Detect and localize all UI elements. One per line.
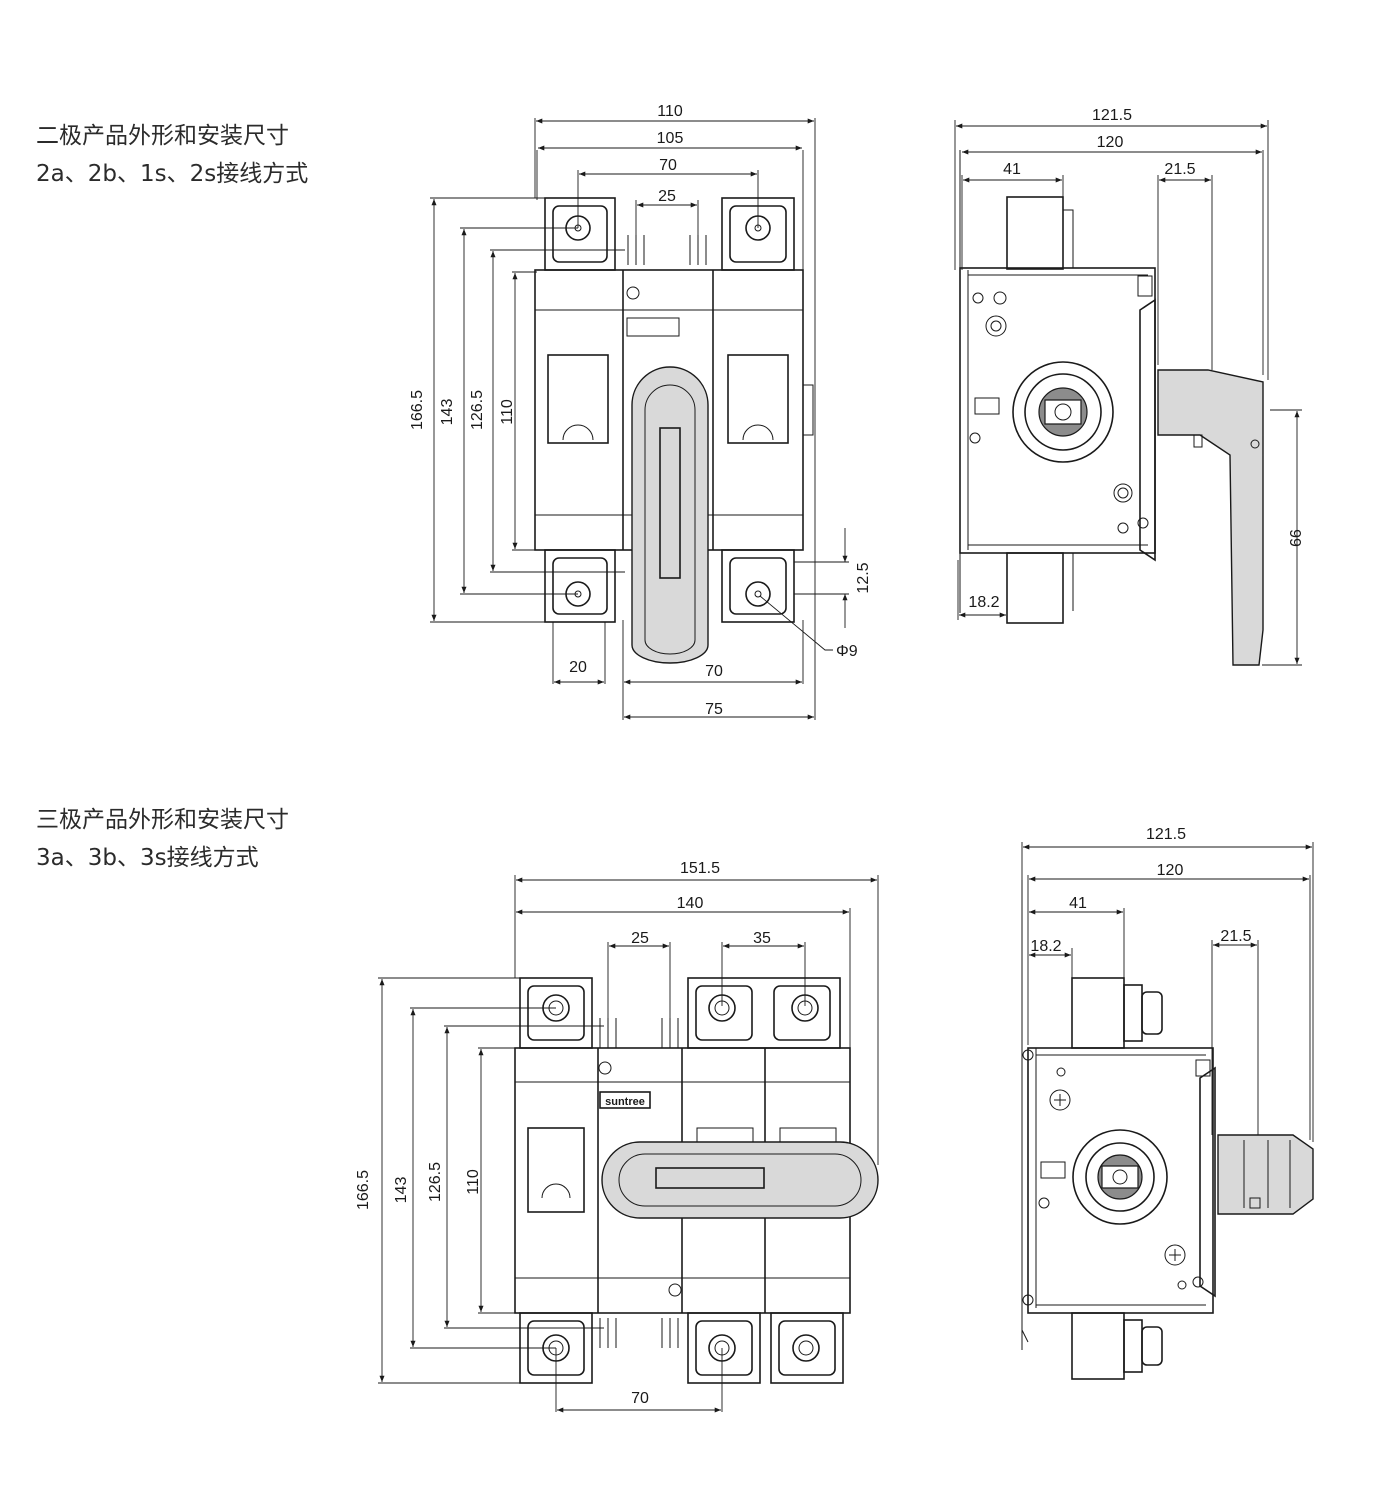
two-pole-side-view — [959, 150, 1264, 666]
terminal-bottom-3 — [770, 1312, 844, 1384]
pole-window-3pole — [527, 1127, 585, 1213]
dim-25-3pole: 25 — [631, 930, 649, 947]
three-pole-front-dimensions: 151.5 140 25 35 166.5 143 126.5 110 70 — [355, 860, 879, 1413]
section3-subtitle: 3a、3b、3s接线方式 — [36, 845, 259, 871]
dim-143: 143 — [439, 399, 456, 426]
section3-title: 三极产品外形和安装尺寸 — [36, 807, 289, 833]
terminal-bottom-left — [544, 549, 616, 623]
two-pole-side-dimensions: 121.5 120 41 21.5 18.2 99 — [954, 107, 1303, 666]
dim-105-width: 105 — [657, 130, 684, 147]
brand-label: suntree — [605, 1096, 645, 1108]
dim-120-3pole: 120 — [1157, 862, 1184, 879]
terminal-top-1 — [519, 977, 593, 1049]
dim-151-5: 151.5 — [680, 860, 720, 877]
section2-subtitle: 2a、2b、1s、2s接线方式 — [36, 161, 309, 187]
dim-41-3pole: 41 — [1069, 895, 1087, 912]
dim-110-width: 110 — [657, 103, 683, 120]
section2-title: 二极产品外形和安装尺寸 — [36, 123, 289, 149]
side3-terminal-top — [1071, 977, 1125, 1049]
rotary-mechanism-3pole — [1072, 1129, 1168, 1225]
dim-35: 35 — [753, 930, 771, 947]
dim-121-5: 121.5 — [1092, 107, 1132, 124]
rotary-handle-3pole — [601, 1141, 879, 1219]
dim-41: 41 — [1003, 161, 1021, 178]
dim-126-5-3pole: 126.5 — [427, 1162, 444, 1202]
terminal-bottom-right — [721, 549, 795, 623]
terminal-bottom-2 — [687, 1312, 761, 1384]
three-pole-side-view — [1021, 880, 1314, 1380]
side-handle — [1157, 369, 1264, 666]
pole-window-left — [547, 354, 609, 444]
rotary-mechanism — [1012, 361, 1114, 463]
dim-110-height: 110 — [499, 399, 516, 425]
dim-12-5: 12.5 — [855, 562, 872, 593]
dim-70-3pole: 70 — [631, 1390, 649, 1407]
rotary-handle — [631, 366, 709, 664]
brand-plate — [599, 1091, 651, 1109]
three-pole-front-view: suntree — [514, 977, 879, 1384]
dim-21-5: 21.5 — [1164, 161, 1195, 178]
side-terminal-top — [1006, 196, 1064, 270]
dim-110-3pole: 110 — [465, 1169, 482, 1195]
pole-window-right — [727, 354, 789, 444]
dim-21-5-3pole: 21.5 — [1220, 928, 1251, 945]
side3-terminal-bottom — [1071, 1312, 1125, 1380]
dim-143-3pole: 143 — [393, 1177, 410, 1204]
dim-140: 140 — [677, 895, 704, 912]
dim-70-bottom: 70 — [705, 663, 723, 680]
dim-99: 99 — [1286, 529, 1303, 547]
dim-18-2-3pole: 18.2 — [1030, 938, 1061, 955]
dim-phi-9: Φ9 — [836, 643, 858, 660]
side-terminal-bottom — [1006, 552, 1064, 624]
two-pole-front-dimensions: 110 105 70 25 166.5 143 126.5 110 12.5 Φ… — [409, 103, 872, 720]
side3-handle — [1217, 1134, 1314, 1215]
dim-75: 75 — [705, 701, 723, 718]
dim-166-5-3pole: 166.5 — [355, 1170, 372, 1210]
dim-25: 25 — [658, 188, 676, 205]
dim-70-top: 70 — [659, 157, 677, 174]
dim-20: 20 — [569, 659, 587, 676]
dim-166-5: 166.5 — [409, 390, 426, 430]
dim-126-5: 126.5 — [469, 390, 486, 430]
dim-18-2: 18.2 — [968, 594, 999, 611]
terminal-top-left — [544, 197, 616, 271]
dim-121-5-3pole: 121.5 — [1146, 826, 1186, 843]
dim-120: 120 — [1097, 134, 1124, 151]
two-pole-front-view — [534, 197, 814, 664]
three-pole-side-dimensions: 121.5 120 41 18.2 21.5 — [1021, 826, 1314, 1142]
